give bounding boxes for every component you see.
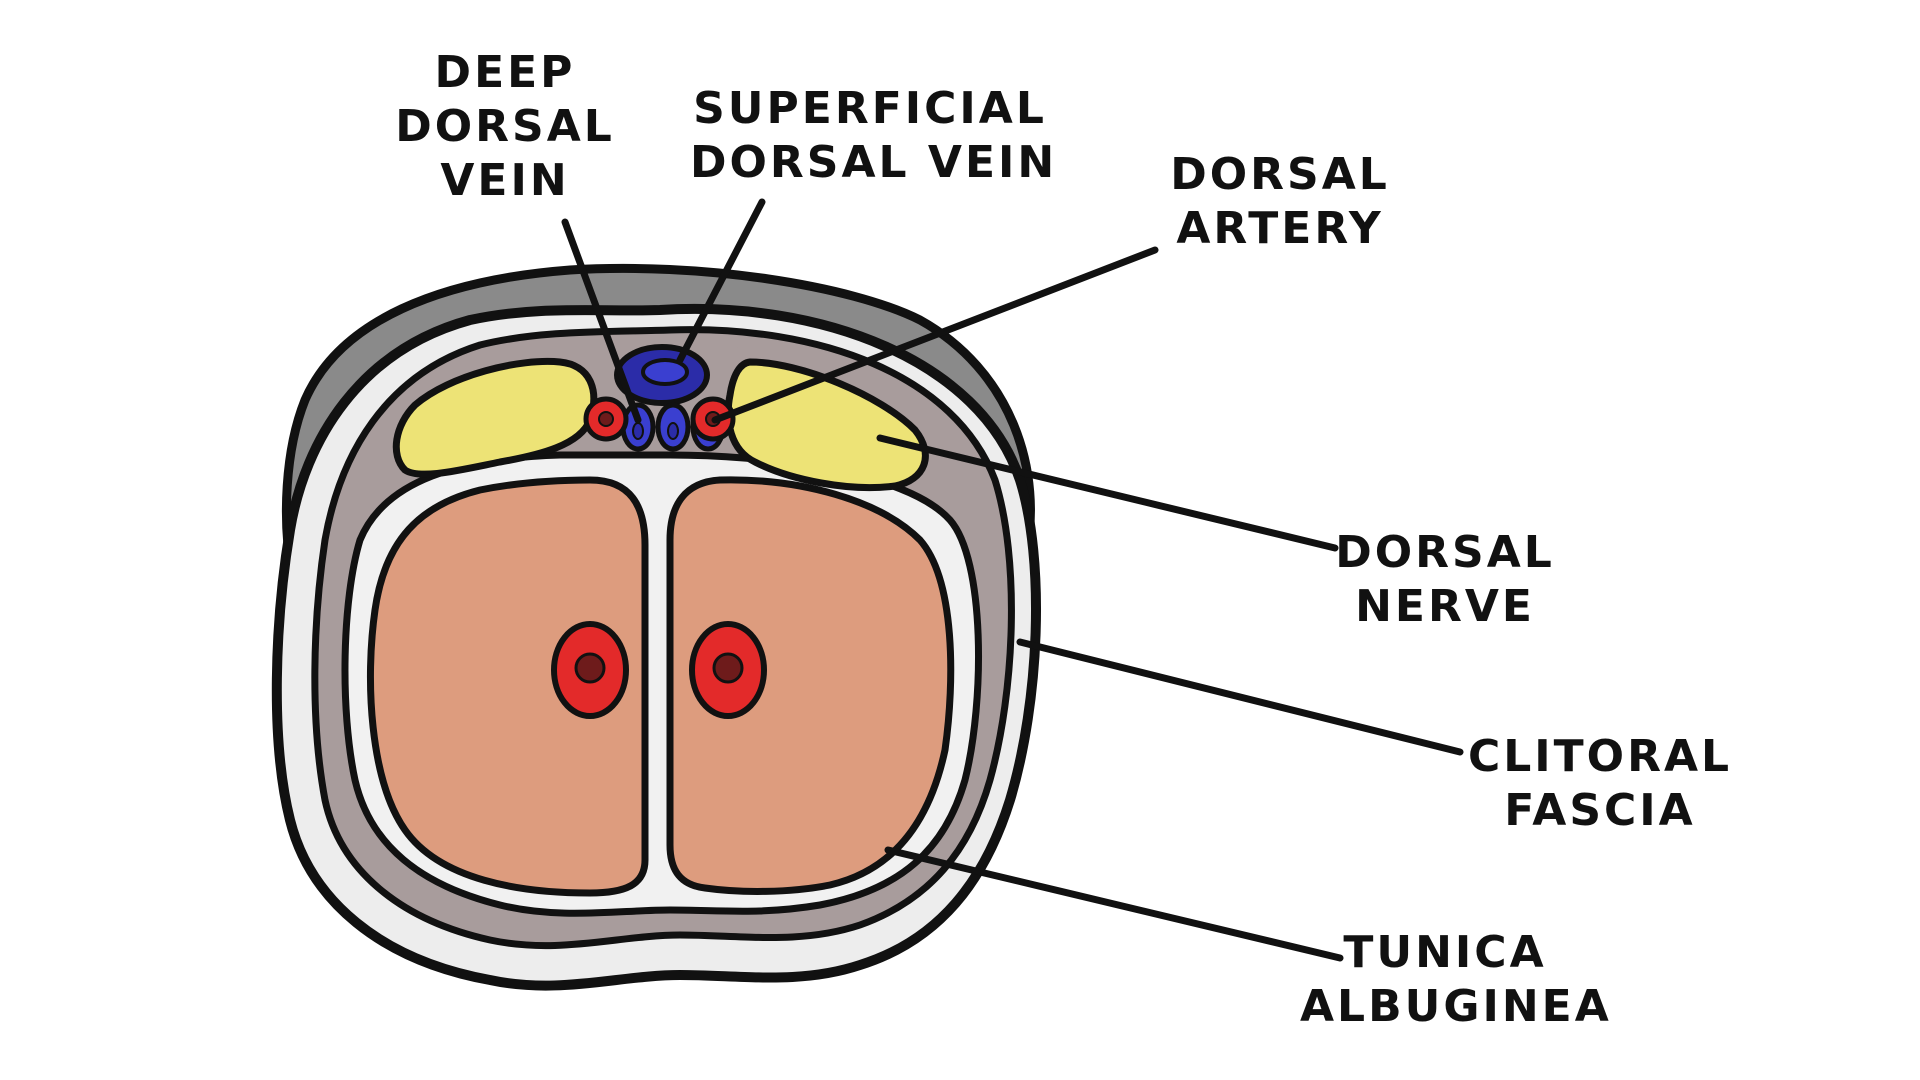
leader-line-superficial-dorsal-vein bbox=[676, 198, 766, 364]
label-clitoral-fascia: CLITORAL FASCIA bbox=[1460, 730, 1740, 838]
label-text: ALBUGINEA bbox=[1300, 981, 1612, 1032]
label-superficial-dorsal-vein: SUPERFICIAL DORSAL VEIN bbox=[690, 82, 1058, 190]
label-tunica-albuginea: TUNICA ALBUGINEA bbox=[1300, 926, 1612, 1034]
label-text: ARTERY bbox=[1176, 203, 1384, 254]
leader-line-dorsal-artery bbox=[711, 246, 1159, 424]
label-text: DORSAL bbox=[395, 101, 615, 152]
leader-line-clitoral-fascia bbox=[1016, 638, 1464, 756]
cavernosal-artery-left bbox=[551, 621, 629, 719]
cavernosal-artery-right bbox=[689, 621, 767, 719]
superficial-dorsal-vein bbox=[614, 344, 710, 406]
label-text: SUPERFICIAL bbox=[693, 83, 1047, 134]
dorsal-artery-left bbox=[583, 396, 629, 442]
label-text: TUNICA bbox=[1343, 927, 1547, 978]
label-text: CLITORAL bbox=[1467, 731, 1733, 782]
corpus-cavernosum-left bbox=[366, 476, 649, 897]
label-dorsal-nerve: DORSAL NERVE bbox=[1335, 526, 1555, 634]
label-text: DORSAL bbox=[1335, 527, 1555, 578]
label-text: VEIN bbox=[440, 155, 570, 206]
dorsal-nerve-left bbox=[392, 357, 598, 478]
leader-line-tunica-albuginea bbox=[884, 846, 1344, 962]
corpus-cavernosum-right bbox=[666, 476, 955, 895]
leader-line-deep-dorsal-vein bbox=[561, 218, 642, 424]
label-text: DEEP bbox=[434, 47, 576, 98]
label-text: DORSAL VEIN bbox=[690, 137, 1058, 188]
label-dorsal-artery: DORSAL ARTERY bbox=[1160, 148, 1400, 256]
leader-line-dorsal-nerve bbox=[876, 434, 1339, 552]
label-text: NERVE bbox=[1355, 581, 1535, 632]
label-text: DORSAL bbox=[1170, 149, 1390, 200]
label-text: FASCIA bbox=[1504, 785, 1696, 836]
label-deep-dorsal-vein: DEEP DORSAL VEIN bbox=[395, 46, 615, 208]
